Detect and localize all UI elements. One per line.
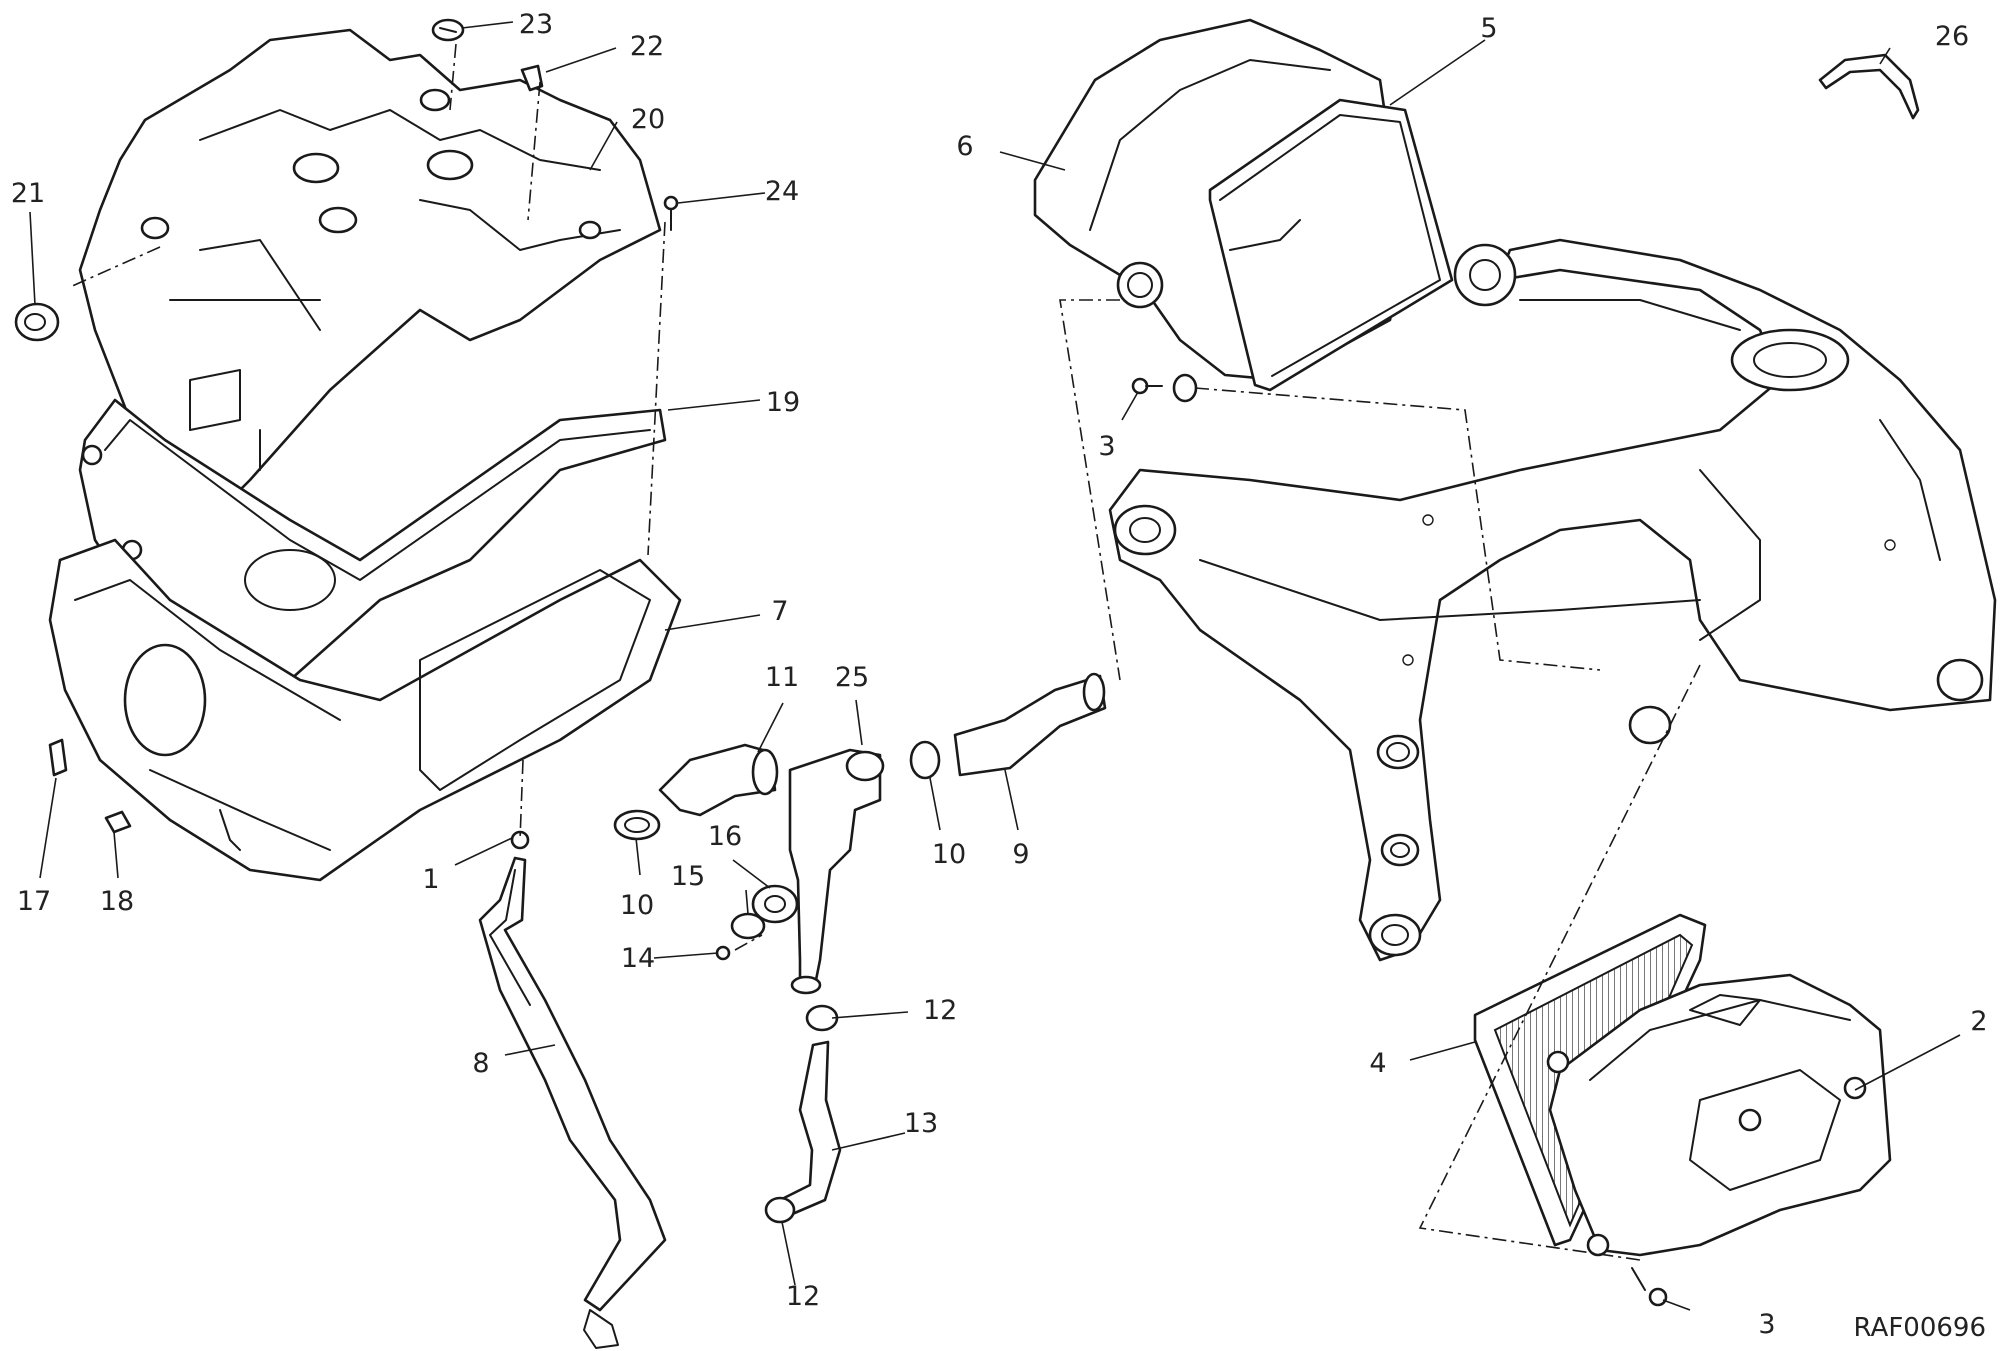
callout-1: 1 xyxy=(422,864,439,895)
airbox-cover xyxy=(78,28,662,512)
callout-15: 15 xyxy=(671,861,705,892)
callout-20: 20 xyxy=(631,104,665,135)
clip-17 xyxy=(48,738,68,777)
callout-19: 19 xyxy=(766,387,800,418)
screw-3-lower xyxy=(1631,1267,1668,1307)
callout-10-right: 10 xyxy=(932,839,966,870)
clip-26 xyxy=(1818,53,1920,120)
screw-3-upper xyxy=(1131,373,1198,403)
callout-4: 4 xyxy=(1369,1048,1386,1079)
callout-13: 13 xyxy=(904,1108,938,1139)
callout-24: 24 xyxy=(765,176,799,207)
callout-2: 2 xyxy=(1970,1006,1987,1037)
callout-16: 16 xyxy=(708,821,742,852)
callout-11: 11 xyxy=(765,662,799,693)
filter-frame-5 xyxy=(1208,98,1454,392)
callout-25: 25 xyxy=(835,662,869,693)
callout-3-upper: 3 xyxy=(1098,431,1115,462)
filter-cover-2 xyxy=(1546,973,1892,1257)
nut-23 xyxy=(431,18,465,42)
callout-18: 18 xyxy=(100,886,134,917)
grommet-21 xyxy=(14,302,60,342)
callout-5: 5 xyxy=(1480,13,1497,44)
hose-8 xyxy=(478,830,667,1349)
frame xyxy=(1108,238,1997,962)
screw-24 xyxy=(663,195,679,231)
hose-13 xyxy=(764,1004,842,1224)
callout-14: 14 xyxy=(621,943,655,974)
callout-23: 23 xyxy=(519,9,553,40)
callout-21: 21 xyxy=(11,178,45,209)
clamp-10-right xyxy=(909,740,941,780)
washer-15-16 xyxy=(715,884,799,961)
callout-22: 22 xyxy=(630,31,664,62)
tube-11 xyxy=(658,743,779,817)
callout-labels: 1 2 3 3 4 5 6 7 8 9 10 10 11 12 12 13 14… xyxy=(11,9,1988,1343)
drawing-code: RAF00696 xyxy=(1854,1313,1986,1343)
assembly-lines xyxy=(69,43,1701,1261)
callout-17: 17 xyxy=(17,886,51,917)
clamp-10-left xyxy=(613,809,661,841)
callout-3-lower: 3 xyxy=(1758,1309,1775,1340)
callout-7: 7 xyxy=(771,596,788,627)
callout-10-left: 10 xyxy=(620,890,654,921)
leader-lines xyxy=(29,21,1961,1311)
breather-25 xyxy=(788,748,885,995)
bracket-22 xyxy=(520,64,544,92)
callout-9: 9 xyxy=(1012,839,1029,870)
callout-8: 8 xyxy=(472,1048,489,1079)
callout-26: 26 xyxy=(1935,21,1969,52)
airbox-lower xyxy=(48,538,682,882)
clip-18 xyxy=(104,810,132,834)
callout-6: 6 xyxy=(956,131,973,162)
hose-9 xyxy=(953,672,1107,777)
callout-12-upper: 12 xyxy=(923,995,957,1026)
callout-12-lower: 12 xyxy=(786,1281,820,1312)
